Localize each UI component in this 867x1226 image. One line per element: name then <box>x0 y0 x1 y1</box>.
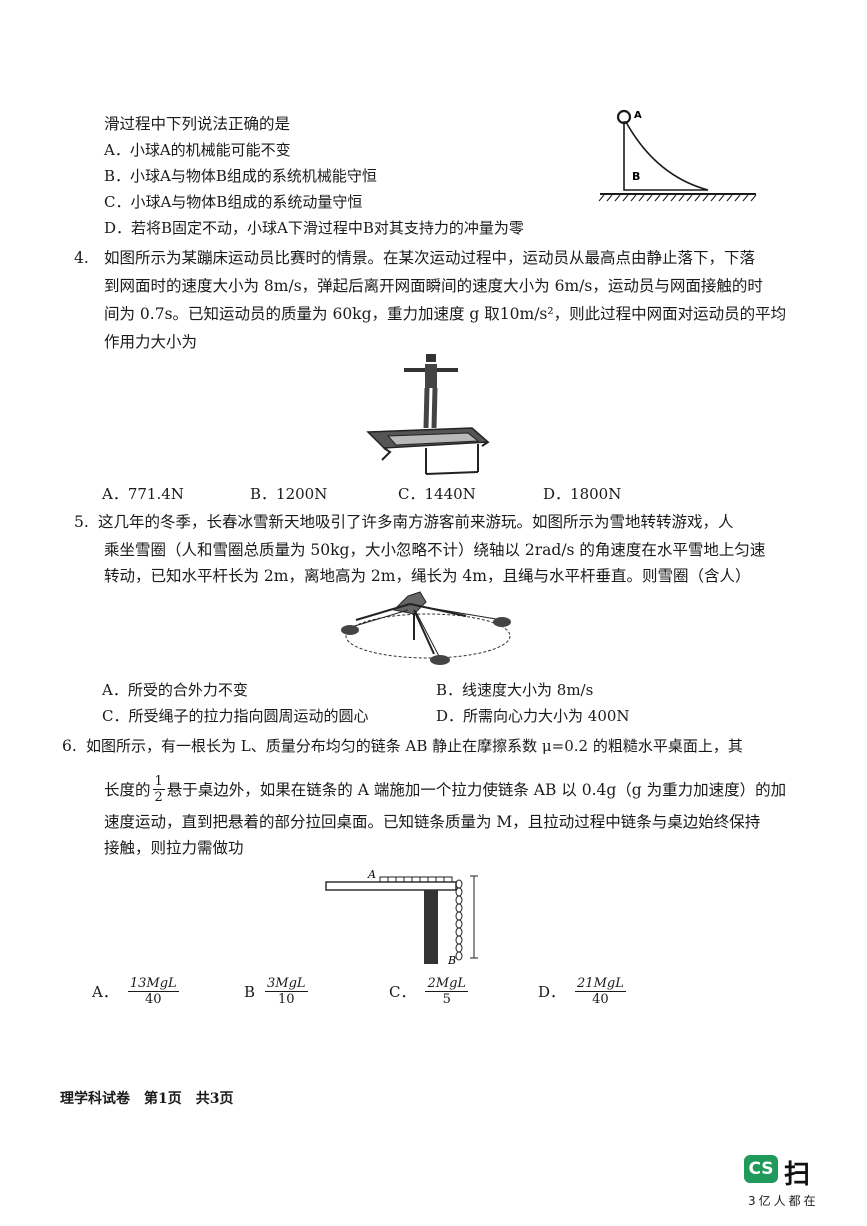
q3-option-a: A．小球A的机械能可能不变 <box>104 141 291 159</box>
q5-line-3: 转动，已知水平杆长为 2m，离地高为 2m，绳长为 4m，且绳与水平杆垂直。则雪… <box>104 567 751 585</box>
q4-line-3: 间为 0.7s。已知运动员的质量为 60kg，重力加速度 g 取10m/s²，则… <box>104 305 787 323</box>
q4-trampoline-figure <box>366 354 490 475</box>
q6-line-1: 如图所示，有一根长为 L、质量分布均匀的链条 AB 静止在摩擦系数 μ=0.2 … <box>86 737 743 755</box>
q6-half-numerator: 1 <box>152 774 165 790</box>
q4-option-d: D．1800N <box>543 485 622 503</box>
watermark-scan-char: 扫 <box>784 1160 811 1190</box>
q6-half-fraction: 1 2 <box>152 774 165 805</box>
q3-figure: A B <box>598 109 757 202</box>
table-leg <box>424 890 438 964</box>
q4-line-2: 到网面时的速度大小为 8m/s，弹起后离开网面瞬间的速度大小为 6m/s，运动员… <box>104 277 763 295</box>
camscanner-logo-icon: CS <box>744 1155 778 1183</box>
watermark-subtext: 3亿人都在 <box>748 1194 819 1208</box>
page-footer: 理学科试卷 第1页 共3页 <box>60 1091 234 1107</box>
q5-option-d: D．所需向心力大小为 400N <box>436 707 630 725</box>
q5-number: 5. <box>74 513 89 531</box>
q5-option-a: A．所受的合外力不变 <box>102 681 248 699</box>
chain-end-b-label: B <box>447 954 456 966</box>
q4-line-1: 如图所示为某蹦床运动员比赛时的情景。在某次运动过程中，运动员从最高点由静止落下，… <box>104 249 756 267</box>
block-b-curved-surface <box>623 121 709 191</box>
table-top <box>325 881 457 891</box>
q6-line-2-post: 悬于桌边外，如果在链条的 A 端施加一个拉力使链条 AB 以 0.4g（g 为重… <box>166 780 787 799</box>
q6-chain-figure: A B <box>325 868 478 966</box>
ball-a <box>616 109 632 125</box>
q3-option-d: D．若将B固定不动，小球A下滑过程中B对其支持力的冲量为零 <box>104 219 524 237</box>
q3-option-b: B．小球A与物体B组成的系统机械能守恒 <box>104 167 377 185</box>
q3-stem-tail: 滑过程中下列说法正确的是 <box>104 115 291 133</box>
label-b: B <box>632 170 640 183</box>
q5-option-c: C．所受绳子的拉力指向圆周运动的圆心 <box>102 707 369 725</box>
q4-option-b: B．1200N <box>250 485 328 503</box>
q6-line-3: 速度运动，直到把悬着的部分拉回桌面。已知链条质量为 M，且拉动过程中链条与桌边始… <box>104 813 761 831</box>
q5-line-2: 乘坐雪圈（人和雪圈总质量为 50kg，大小忽略不计）绕轴以 2rad/s 的角速… <box>104 541 766 559</box>
chain-end-a-label: A <box>367 868 376 881</box>
label-a: A <box>634 110 642 121</box>
q6-line-2: 长度的 1 2 悬于桌边外，如果在链条的 A 端施加一个拉力使链条 AB 以 0… <box>104 774 786 805</box>
q6-line-2-pre: 长度的 <box>104 780 151 799</box>
q6-half-denominator: 2 <box>154 790 163 805</box>
q3-option-c: C．小球A与物体B组成的系统动量守恒 <box>104 193 363 211</box>
q5-line-1: 这几年的冬季，长春冰雪新天地吸引了许多南方游客前来游玩。如图所示为雪地转转游戏，… <box>98 513 734 531</box>
q5-option-b: B．线速度大小为 8m/s <box>436 681 594 699</box>
q6-line-4: 接触，则拉力需做功 <box>104 839 244 857</box>
q4-option-a: A．771.4N <box>102 485 184 503</box>
q6-number: 6. <box>62 737 77 755</box>
q5-snow-ride-figure <box>341 591 511 665</box>
q4-option-c: C．1440N <box>398 485 476 503</box>
q4-number: 4. <box>74 249 89 267</box>
q4-line-4: 作用力大小为 <box>104 333 198 351</box>
